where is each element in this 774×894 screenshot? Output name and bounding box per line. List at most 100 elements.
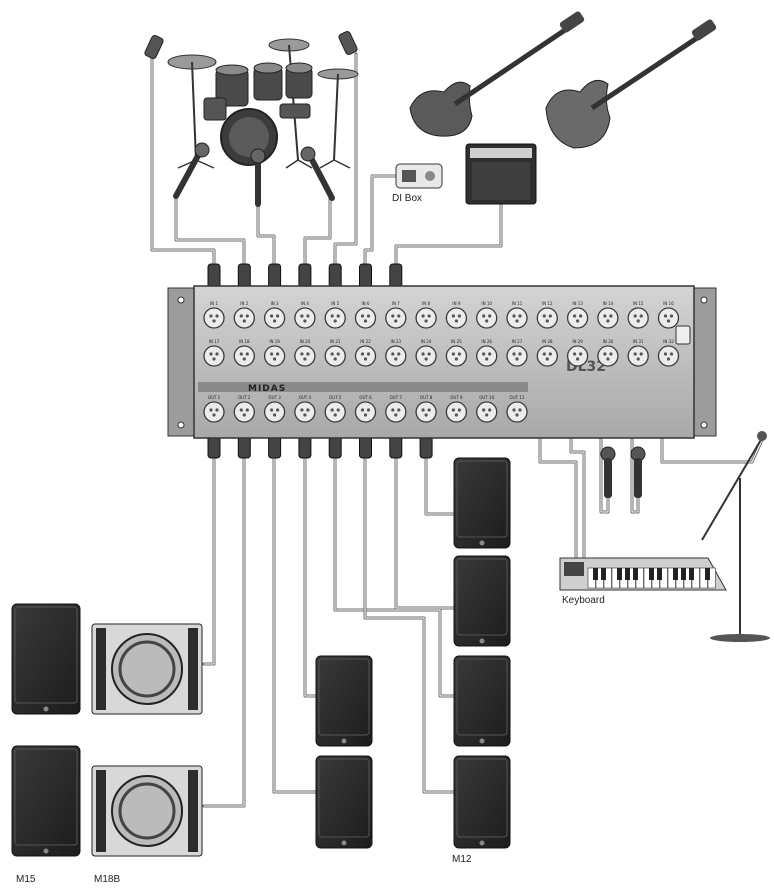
mic-cable-core	[631, 372, 639, 513]
output-jack: OUT 3	[263, 395, 286, 423]
jack-label: OUT 6	[359, 395, 372, 400]
m18b-label: M18B	[94, 874, 120, 885]
jack-label: OUT 1	[208, 395, 221, 400]
black-key	[593, 568, 598, 580]
bass-guitar	[409, 11, 585, 137]
jack-label: IN 12	[542, 301, 553, 306]
input-jack: IN 18	[233, 339, 255, 367]
vocal-mic-2	[630, 446, 646, 498]
input-jack: IN 12	[536, 301, 558, 329]
top-speaker	[453, 555, 511, 647]
keyboard-instrument	[559, 557, 727, 591]
jack-label: IN 23	[391, 339, 402, 344]
black-key	[681, 568, 686, 580]
subwoofer	[91, 765, 203, 857]
output-cable-core	[204, 420, 215, 665]
input-jacks-row1: IN 1 IN 2 IN 3 IN 4 IN 5 IN 6 IN 7 IN 8 IN 9 IN 1…	[203, 301, 680, 329]
drum-kit	[144, 30, 359, 207]
input-jack: IN 22	[354, 339, 377, 367]
input-jack: IN 24	[415, 339, 437, 367]
speaker-group	[11, 457, 511, 857]
output-cable	[363, 418, 456, 794]
input-jack: IN 8	[415, 301, 437, 329]
input-jack: IN 27	[506, 339, 528, 367]
input-jack: IN 16	[657, 301, 680, 329]
mixer-brand-logo: MIDAS	[248, 384, 286, 394]
jack-label: OUT 10	[479, 395, 494, 400]
output-cable	[303, 418, 318, 698]
jack-label: IN 1	[210, 301, 218, 306]
jack-label: IN 25	[451, 339, 462, 344]
top-speaker	[315, 755, 373, 849]
jack-label: OUT 11	[510, 395, 525, 400]
m15-label: M15	[16, 874, 36, 885]
jack-label: IN 15	[633, 301, 644, 306]
mic-stand	[701, 431, 770, 642]
input-jack: IN 30	[597, 339, 619, 367]
jack-label: OUT 5	[329, 395, 342, 400]
jack-label: IN 7	[392, 301, 400, 306]
output-cable	[202, 418, 246, 808]
jack-label: IN 6	[362, 301, 370, 306]
input-jack: IN 21	[324, 339, 346, 367]
output-jack: OUT 8	[415, 395, 437, 423]
top-speaker	[315, 655, 373, 747]
black-key	[649, 568, 654, 580]
jack-label: IN 26	[481, 339, 492, 344]
output-cable	[272, 418, 318, 794]
di-box	[395, 163, 443, 189]
guitar-amplifier	[465, 143, 537, 205]
jack-label: OUT 3	[268, 395, 281, 400]
jack-label: IN 20	[300, 339, 311, 344]
jack-label: IN 29	[572, 339, 583, 344]
jack-label: IN 9	[452, 301, 460, 306]
input-jack: IN 2	[233, 301, 255, 329]
input-jack: IN 5	[324, 301, 346, 329]
top-speaker	[453, 457, 511, 549]
black-key	[625, 568, 630, 580]
output-jack: OUT 1	[203, 395, 225, 423]
subwoofer	[91, 623, 203, 715]
output-jack: OUT 9	[445, 395, 468, 423]
output-jack: OUT 2	[233, 395, 255, 423]
input-jack: IN 4	[294, 301, 316, 329]
jack-label: IN 3	[271, 301, 279, 306]
black-key	[705, 568, 710, 580]
input-jack: IN 25	[445, 339, 468, 367]
input-jack: IN 14	[597, 301, 619, 329]
input-jack: IN 29	[566, 339, 589, 367]
jack-label: IN 10	[481, 301, 492, 306]
jack-label: IN 30	[603, 339, 614, 344]
output-cable-core	[364, 420, 454, 793]
input-jack: IN 10	[476, 301, 498, 329]
black-key	[689, 568, 694, 580]
output-jack: OUT 4	[294, 395, 316, 423]
jack-label: IN 4	[301, 301, 309, 306]
jack-label: IN 28	[542, 339, 553, 344]
input-jack: IN 1	[203, 301, 225, 329]
output-cable-core	[395, 420, 454, 609]
output-jack: OUT 7	[385, 395, 407, 423]
keyboard-label: Keyboard	[562, 595, 605, 606]
jack-label: OUT 7	[390, 395, 403, 400]
input-jack: IN 6	[354, 301, 377, 329]
electric-guitar	[545, 19, 717, 149]
jack-label: OUT 8	[420, 395, 433, 400]
input-jack: IN 9	[445, 301, 468, 329]
jack-label: IN 8	[422, 301, 430, 306]
black-key	[673, 568, 678, 580]
black-key	[617, 568, 622, 580]
input-jack: IN 23	[385, 339, 407, 367]
input-jack: IN 31	[627, 339, 649, 367]
input-jack: IN 19	[263, 339, 286, 367]
top-speaker	[11, 745, 81, 857]
input-jack: IN 3	[263, 301, 286, 329]
jack-label: IN 11	[512, 301, 523, 306]
jack-label: IN 19	[269, 339, 280, 344]
jack-label: OUT 2	[238, 395, 251, 400]
input-jack: IN 11	[506, 301, 528, 329]
output-jack: OUT 6	[354, 395, 377, 423]
output-jack: OUT 5	[324, 395, 346, 423]
